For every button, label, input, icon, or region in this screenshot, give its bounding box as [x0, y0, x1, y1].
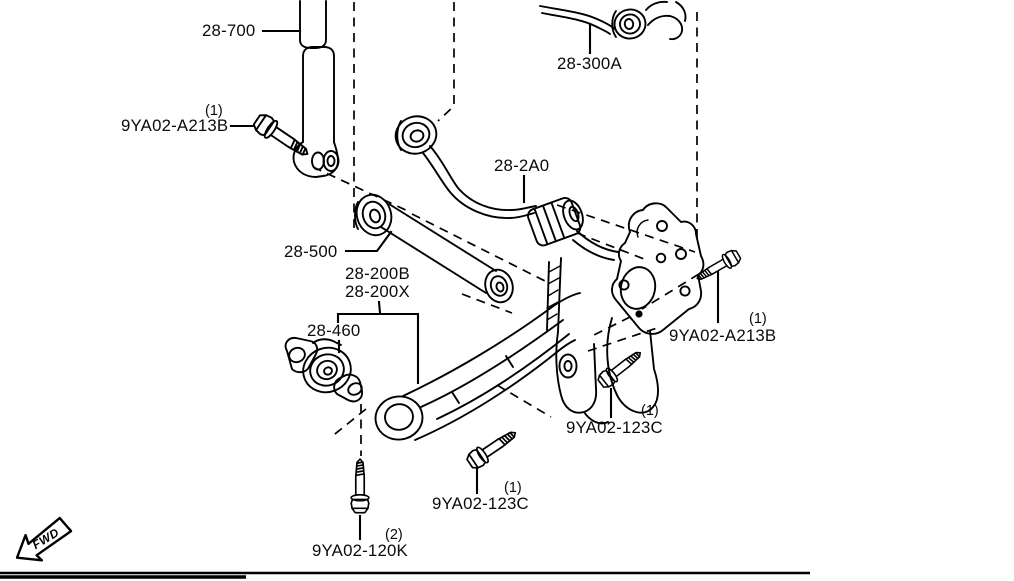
fwd-arrow-outline	[15, 516, 73, 562]
label-a213b-right-qty: (1)	[749, 311, 767, 327]
label-120k-qty: (2)	[385, 527, 403, 543]
trailing-arm-part	[374, 292, 581, 441]
label-28-2a0: 28-2A0	[494, 156, 549, 175]
leader-lines	[229, 22, 720, 541]
part-labels: 28-700 (1) 9YA02-A213B 28-300A 28-2A0 28…	[121, 21, 776, 560]
bolt-123c-upper	[595, 345, 647, 391]
label-123c-upper-qty: (1)	[641, 403, 659, 419]
label-a213b-right: 9YA02-A213B	[669, 326, 776, 345]
lateral-link-part	[354, 193, 514, 304]
knuckle-hub-part	[546, 202, 705, 425]
bolt-120k	[350, 458, 370, 514]
bottom-rule	[0, 571, 810, 579]
label-28-500: 28-500	[284, 242, 337, 261]
upper-control-arm-part	[394, 115, 584, 247]
bolt-123c-lower	[463, 424, 522, 472]
label-28-300a: 28-300A	[557, 54, 622, 73]
label-28-460: 28-460	[307, 321, 360, 340]
fwd-arrow: FWD	[15, 516, 73, 562]
label-123c-lower-qty: (1)	[504, 480, 522, 496]
assembly-reference-dashes	[312, 2, 700, 456]
bushing-28-460-part	[284, 337, 363, 403]
stabilizer-bar-part	[539, 0, 687, 41]
label-28-200x: 28-200X	[345, 282, 410, 301]
label-28-700: 28-700	[202, 21, 255, 40]
label-120k: 9YA02-120K	[312, 541, 408, 560]
shock-absorber-part	[292, 0, 340, 178]
label-123c-upper: 9YA02-123C	[566, 418, 663, 437]
label-a213b-left-qty: (1)	[205, 103, 223, 119]
label-123c-lower: 9YA02-123C	[432, 494, 529, 513]
label-28-200b: 28-200B	[345, 264, 410, 283]
label-a213b-left: 9YA02-A213B	[121, 116, 228, 135]
